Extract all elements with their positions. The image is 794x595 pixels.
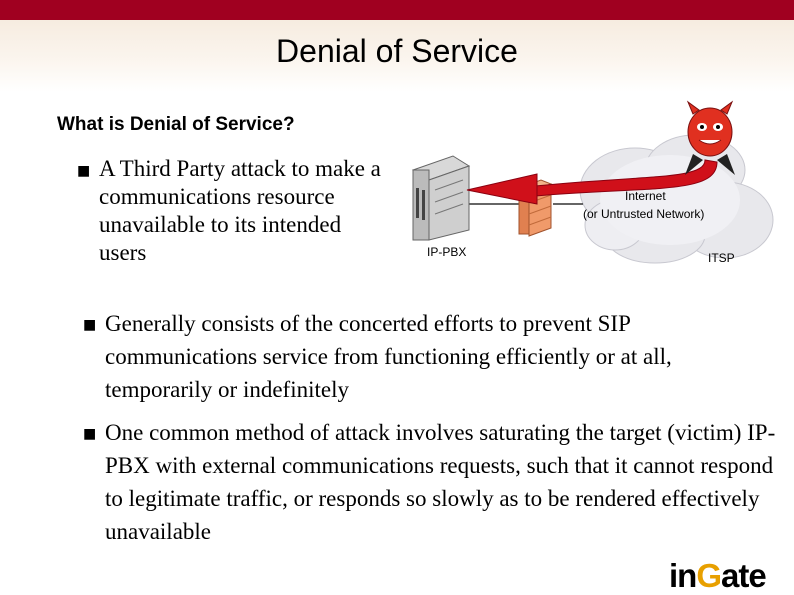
logo-text-part: ate <box>721 557 767 594</box>
devil-attacker-icon <box>685 100 735 175</box>
itsp-label: ITSP <box>708 251 735 265</box>
bullet-square-icon: ■ <box>77 163 91 179</box>
bullet-text: Generally consists of the concerted effo… <box>105 311 672 402</box>
pbx-label: IP-PBX <box>427 245 466 259</box>
title-band <box>0 20 794 92</box>
slide-title: Denial of Service <box>276 33 518 69</box>
server-icon <box>411 155 471 241</box>
attack-arrow-icon <box>466 159 718 205</box>
top-bar <box>0 0 794 20</box>
network-diagram: IP-PBX Internet (or Untrusted Network) I… <box>411 100 774 265</box>
bullet-text: One common method of attack involves sat… <box>105 420 776 544</box>
internet-sublabel: (or Untrusted Network) <box>583 207 704 221</box>
logo-text-part: in <box>669 557 697 594</box>
bullet-text: A Third Party attack to make a communica… <box>99 156 381 265</box>
bullet-square-icon: ■ <box>83 426 97 442</box>
slide-subtitle: What is Denial of Service? <box>57 114 295 135</box>
internet-label: Internet <box>625 189 666 203</box>
logo-text-part: G <box>696 557 722 594</box>
bullet-square-icon: ■ <box>83 317 97 333</box>
ingate-logo: inGate <box>669 557 767 594</box>
cloud-icon <box>579 134 774 264</box>
